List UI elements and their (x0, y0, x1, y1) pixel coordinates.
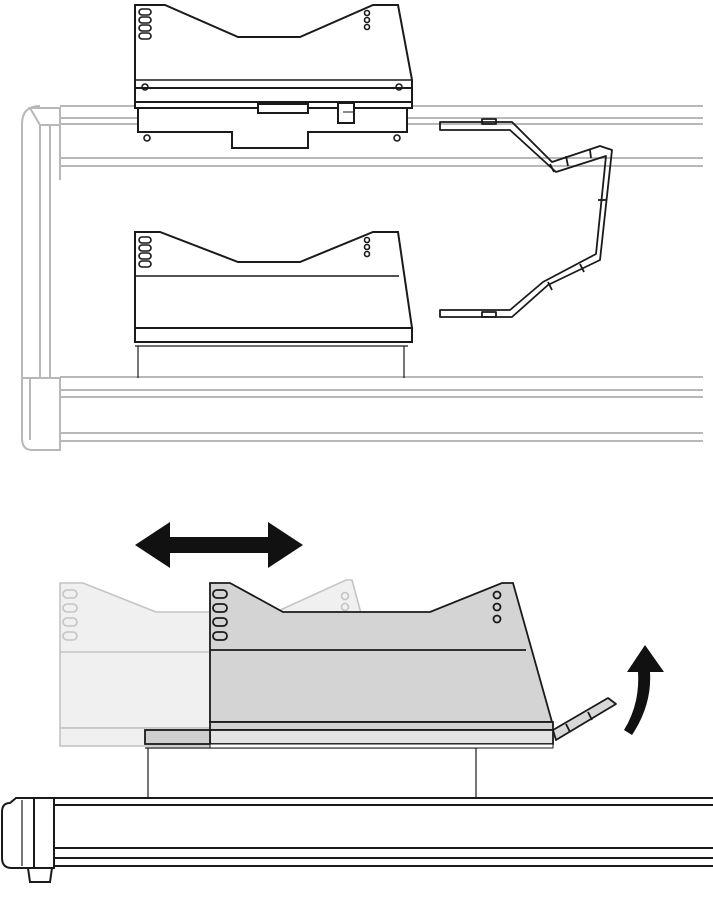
active-bracket-slots (212, 589, 502, 641)
upper-seat-bracket (134, 4, 413, 149)
active-seat-bracket (144, 582, 554, 798)
rail-end-cap (1, 797, 55, 883)
curved-arrow-icon (624, 645, 664, 735)
double-arrow-icon (135, 522, 303, 568)
release-lever (552, 697, 617, 741)
top-illustration (21, 4, 703, 451)
lower-bracket-slots (138, 236, 371, 268)
release-bar (439, 118, 613, 318)
upper-bracket-slots (138, 8, 403, 142)
bottom-illustration (1, 522, 713, 883)
bottom-frame-rail (55, 797, 713, 867)
faded-bracket-slots (62, 589, 350, 641)
lower-seat-bracket (134, 231, 414, 378)
